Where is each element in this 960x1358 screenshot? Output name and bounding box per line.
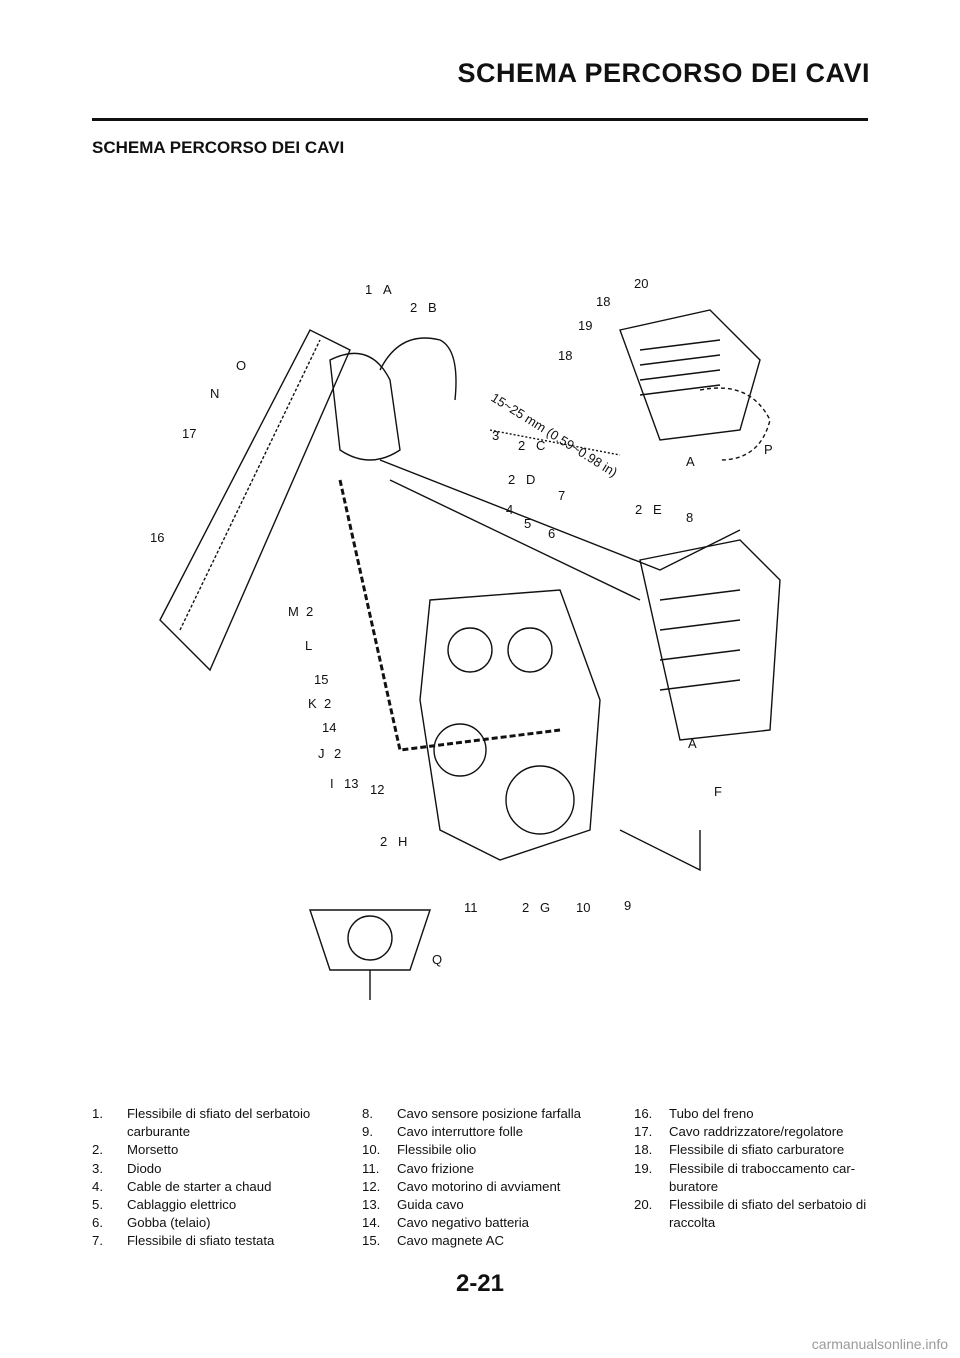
callout-11: 11 [464,900,478,915]
callout-9: 9 [624,898,631,913]
callout-12: 12 [370,782,384,797]
legend-item: 14.Cavo negativo batteria [362,1215,529,1231]
headlight-detail [309,909,431,971]
callout-letter-m: M [288,604,299,619]
callout-18: 18 [558,348,572,363]
legend-item: 2.Morsetto [92,1142,179,1158]
callout-letter-o: O [236,358,246,373]
legend-item: 11.Cavo frizione [362,1160,474,1176]
legend-item: 18.Flessibile di sfiato carburatore [634,1142,845,1158]
callout-letter-c: C [536,438,545,453]
legend-item: 3.Diodo [92,1160,162,1176]
steering-head [329,352,401,461]
callout-letter-q: Q [432,952,442,967]
legend-item: 19.Flessibile di traboccamento car-burat… [634,1160,856,1194]
legend-item: 7.Flessibile di sfiato testata [92,1233,275,1249]
callout-14: 14 [322,720,336,735]
cylinder-right [507,627,553,673]
callout-letter-a-engine: A [688,736,697,751]
callout-letter-i: I [330,776,334,791]
callout-letter-p: P [764,442,773,457]
dimension-note: 15~25 mm (0.59~0.98 in) [488,390,620,480]
callout-letter-k: K [308,696,317,711]
callout-letter-g: G [540,900,550,915]
callout-2m: 2 [306,604,313,619]
callout-2k: 2 [324,696,331,711]
callout-6: 6 [548,526,555,541]
callout-3: 3 [492,428,499,443]
crankcase [505,765,575,835]
zip-tie-band [338,479,561,752]
cable-routing-diagram: 15~25 mm (0.59~0.98 in) 1 A 2 B O N 17 1… [150,276,781,1000]
callout-7: 7 [558,488,565,503]
legend-item: 12.Cavo motorino di avviament [362,1178,561,1194]
callout-2: 2 [410,300,417,315]
callout-16: 16 [150,530,164,545]
callout-letter-b: B [428,300,437,315]
callout-5: 5 [524,516,531,531]
callout-2e: 2 [635,502,642,517]
legend-item: 9.Cavo interruttore folle [362,1124,524,1140]
cylinder-left [447,627,493,673]
callout-letter-n: N [210,386,219,401]
callout-letter-h: H [398,834,407,849]
callout-19: 19 [578,318,592,333]
callout-4: 4 [506,502,513,517]
legend-item: 1.Flessibile di sfiato del serbatoio car… [92,1106,311,1140]
airbox [639,539,781,741]
callout-18-top: 18 [596,294,610,309]
breather-hose [379,337,457,401]
front-fork [159,329,351,672]
legend-item: 15.Cavo magnete AC [362,1233,505,1249]
callout-10: 10 [576,900,590,915]
legend-item: 6.Gobba (telaio) [92,1215,211,1231]
legend-item: 8.Cavo sensore posizione farfalla [362,1106,581,1121]
callout-8: 8 [686,510,693,525]
watermark: carmanualsonline.info [811,1336,948,1352]
header-rule [92,118,868,121]
callout-17: 17 [182,426,196,441]
legend-item: 5.Cablaggio elettrico [92,1197,237,1213]
legend-item: 16.Tubo del freno [634,1106,754,1121]
page-number: 2-21 [455,1270,505,1297]
engine-block [419,589,601,861]
legend-item: 20.Flessibile di sfiato del serbatoio di… [634,1197,867,1231]
callout-2h: 2 [380,834,387,849]
callout-letter-j: J [318,746,325,761]
callout-2g: 2 [522,900,529,915]
callout-2j: 2 [334,746,341,761]
legend-column-3: 16.Tubo del freno 17.Cavo raddrizzatore/… [634,1105,894,1232]
callout-2c: 2 [518,438,525,453]
carb-detail [619,309,761,441]
legend-item: 10.Flessibile olio [362,1142,477,1158]
legend-column-1: 1.Flessibile di sfiato del serbatoio car… [92,1105,352,1251]
callout-letter-f: F [714,784,722,799]
section-title: SCHEMA PERCORSO DEI CAVI [92,138,345,157]
frame-tube [379,459,741,571]
callout-letter-l: L [305,638,312,653]
page-header-title: SCHEMA PERCORSO DEI CAVI [457,58,870,88]
callout-20: 20 [634,276,648,291]
legend-item: 17.Cavo raddrizzatore/regolatore [634,1124,844,1140]
legend-item: 4.Cable de starter a chaud [92,1178,272,1194]
legend-item: 13.Guida cavo [362,1197,464,1213]
callout-15: 15 [314,672,328,687]
callout-1: 1 [365,282,372,297]
callout-2d: 2 [508,472,515,487]
callout-13: 13 [344,776,358,791]
callout-letter-e: E [653,502,662,517]
callout-letter-d: D [526,472,535,487]
callout-letter-a: A [383,282,392,297]
legend-column-2: 8.Cavo sensore posizione farfalla 9.Cavo… [362,1105,624,1251]
callout-letter-a-carb: A [686,454,695,469]
